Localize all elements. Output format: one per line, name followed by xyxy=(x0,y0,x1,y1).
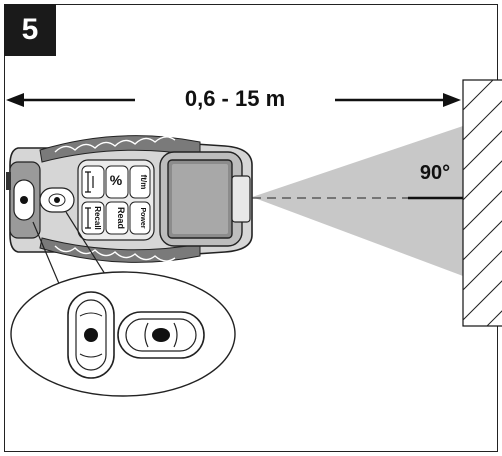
key-label-recall: Recall xyxy=(93,206,102,230)
key-percent-symbol: % xyxy=(110,172,123,188)
figure-number-badge: 5 xyxy=(4,4,56,56)
angle-label: 90° xyxy=(419,162,451,184)
magnified-level-view xyxy=(10,271,236,397)
key-label-power: Power xyxy=(139,207,146,228)
range-arrow-left xyxy=(6,93,135,107)
key-label-ftm: ft/m xyxy=(139,175,148,190)
range-label: 0,6 - 15 m xyxy=(184,86,286,111)
range-arrow-right xyxy=(335,93,461,107)
horizontal-level-bubble xyxy=(152,328,170,342)
laser-measure-device: % ft/m Read Recall Power xyxy=(6,135,253,263)
key-label-read: Read xyxy=(116,207,126,229)
laser-beam-cone xyxy=(252,126,463,276)
callout-line-left xyxy=(32,221,61,287)
callout-line-right xyxy=(65,211,111,283)
vertical-level-bubble xyxy=(84,328,98,342)
target-wall xyxy=(462,79,502,327)
